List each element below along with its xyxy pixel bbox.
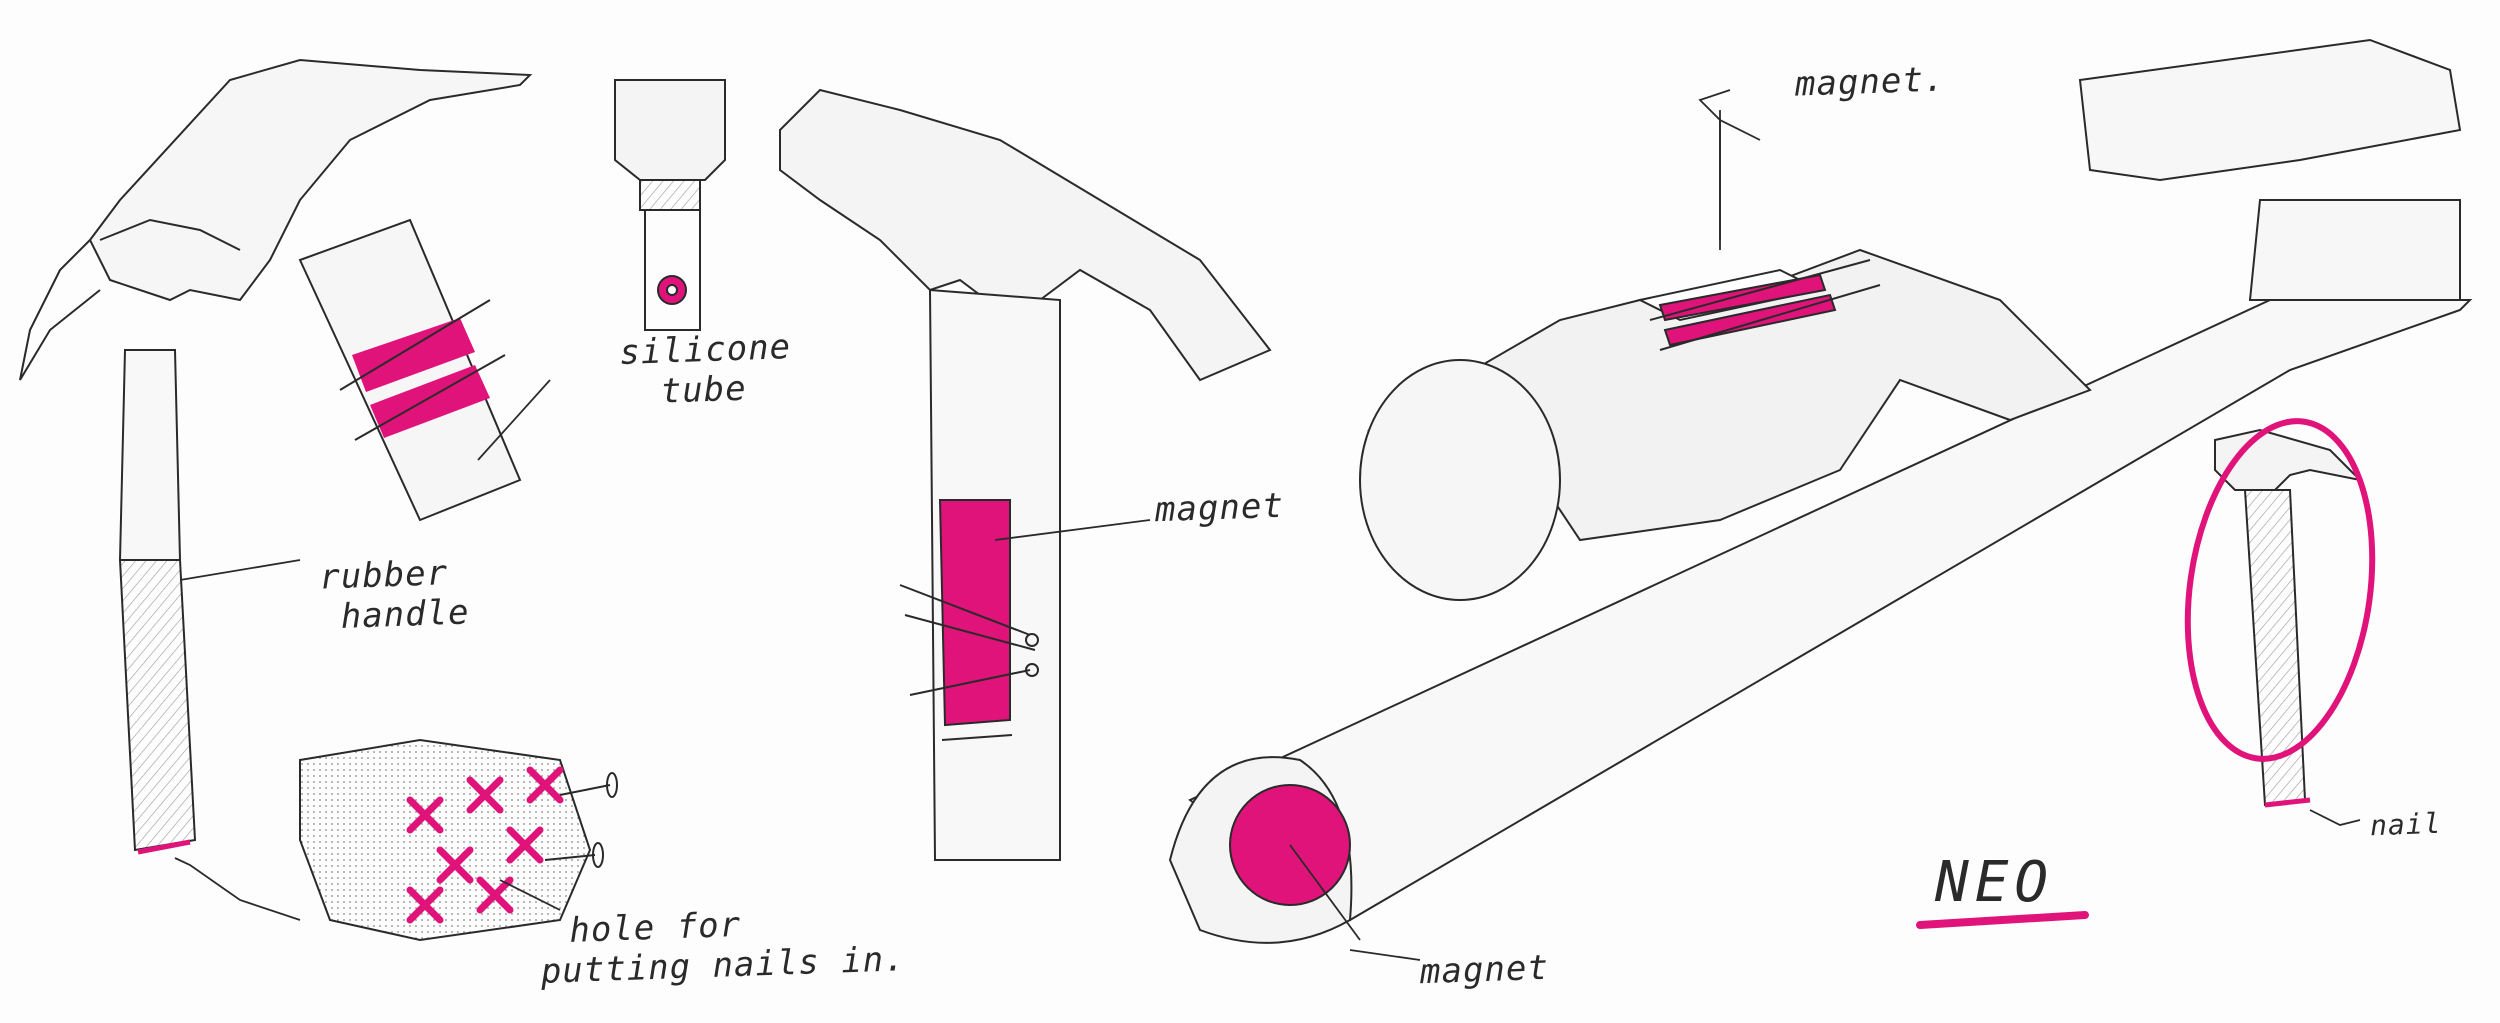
highlight-loop — [2184, 418, 2376, 762]
handle-detail — [298, 218, 551, 522]
grip-cross-section — [299, 738, 618, 942]
top-view-detail — [614, 79, 726, 331]
hammer-center — [779, 88, 1272, 861]
hammer-left — [19, 58, 533, 921]
hammer-perspective — [1168, 38, 2473, 961]
hammer-small-right — [2214, 428, 2364, 826]
label-nail: nail — [2369, 806, 2442, 843]
label-hole-for-nails: hole for putting nails in. — [540, 904, 907, 992]
brand-mark: NEO — [1935, 850, 2055, 915]
label-magnet-top: magnet. — [1794, 59, 1946, 105]
label-rubber-handle: rubber handle — [318, 553, 471, 637]
label-magnet-end: magnet — [1419, 947, 1550, 993]
label-silicone-tube: silicone tube — [618, 327, 792, 412]
brand-underline — [1916, 911, 2089, 929]
label-magnet-side: magnet — [1154, 485, 1285, 531]
